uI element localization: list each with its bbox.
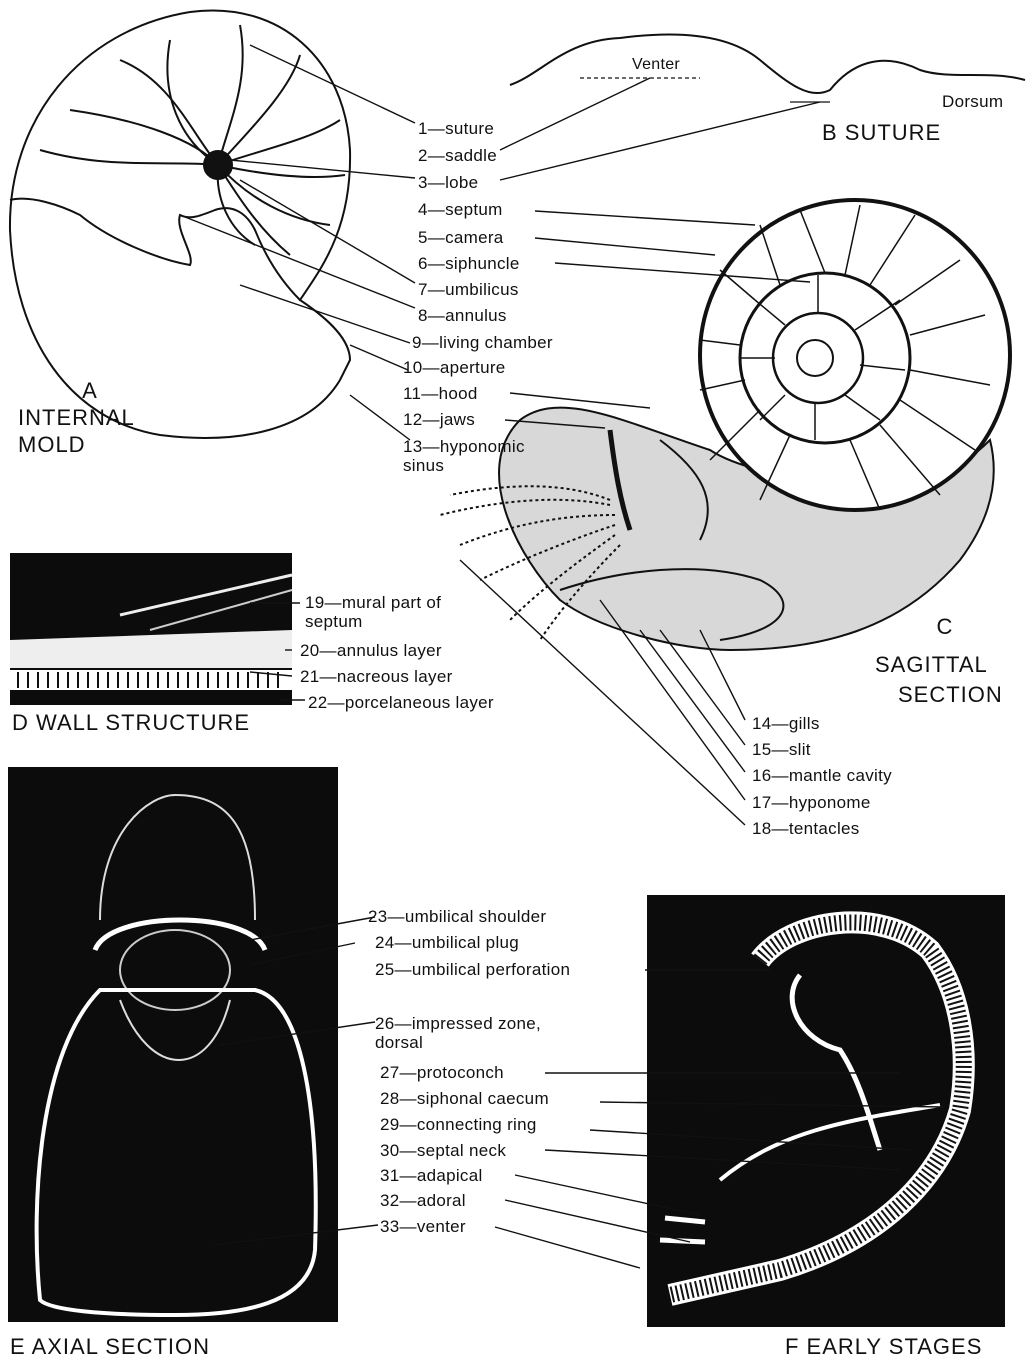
label-4: 4—septum xyxy=(418,200,503,219)
internal-mold-drawing xyxy=(10,10,350,437)
early-stages-photo xyxy=(647,895,1005,1327)
label-27: 27—protoconch xyxy=(380,1063,504,1082)
caption-c-line2: SECTION xyxy=(898,682,1003,707)
label-25: 25—umbilical perforation xyxy=(375,960,570,979)
label-13: 13—hyponomic sinus xyxy=(403,437,553,475)
caption-c-line1: SAGITTAL xyxy=(875,652,988,677)
caption-a-line1: INTERNAL xyxy=(18,405,135,430)
label-10: 10—aperture xyxy=(403,358,506,377)
label-29: 29—connecting ring xyxy=(380,1115,537,1134)
caption-d: D WALL STRUCTURE xyxy=(12,710,250,735)
label-18: 18—tentacles xyxy=(752,819,860,838)
label-2: 2—saddle xyxy=(418,146,497,165)
label-16: 16—mantle cavity xyxy=(752,766,892,785)
label-26: 26—impressed zone, dorsal xyxy=(375,1014,545,1052)
label-30: 30—septal neck xyxy=(380,1141,506,1160)
label-20: 20—annulus layer xyxy=(300,641,442,660)
caption-e: E AXIAL SECTION xyxy=(10,1334,210,1359)
label-12: 12—jaws xyxy=(403,410,475,429)
caption-c-letter: C xyxy=(925,614,965,639)
label-23: 23—umbilical shoulder xyxy=(368,907,546,926)
label-5: 5—camera xyxy=(418,228,504,247)
label-24: 24—umbilical plug xyxy=(375,933,519,952)
shell-inner-whorl xyxy=(773,313,863,403)
caption-a-letter: A xyxy=(40,378,140,403)
label-32: 32—adoral xyxy=(380,1191,466,1210)
label-11: 11—hood xyxy=(403,384,478,403)
label-14: 14—gills xyxy=(752,714,820,733)
label-22: 22—porcelaneous layer xyxy=(308,693,494,712)
porcelaneous-pattern xyxy=(18,672,278,688)
suture-venter-label: Venter xyxy=(632,55,680,74)
label-31: 31—adapical xyxy=(380,1166,483,1185)
label-21: 21—nacreous layer xyxy=(300,667,453,686)
label-15: 15—slit xyxy=(752,740,811,759)
wall-structure-photo xyxy=(10,553,292,705)
caption-a-line2: MOLD xyxy=(18,432,86,457)
label-3: 3—lobe xyxy=(418,173,478,192)
sagittal-section-drawing xyxy=(440,200,1010,650)
label-17: 17—hyponome xyxy=(752,793,871,812)
label-28: 28—siphonal caecum xyxy=(380,1089,549,1108)
label-6: 6—siphuncle xyxy=(418,254,520,273)
axial-section-photo xyxy=(8,767,338,1322)
label-7: 7—umbilicus xyxy=(418,280,519,299)
label-33: 33—venter xyxy=(380,1217,466,1236)
caption-b: B SUTURE xyxy=(822,120,941,145)
label-9: 9—living chamber xyxy=(412,333,553,352)
caption-f: F EARLY STAGES xyxy=(785,1334,982,1359)
label-1: 1—suture xyxy=(418,119,494,138)
label-8: 8—annulus xyxy=(418,306,507,325)
suture-dorsum-label: Dorsum xyxy=(942,92,1003,111)
label-19: 19—mural part of septum xyxy=(305,593,450,631)
